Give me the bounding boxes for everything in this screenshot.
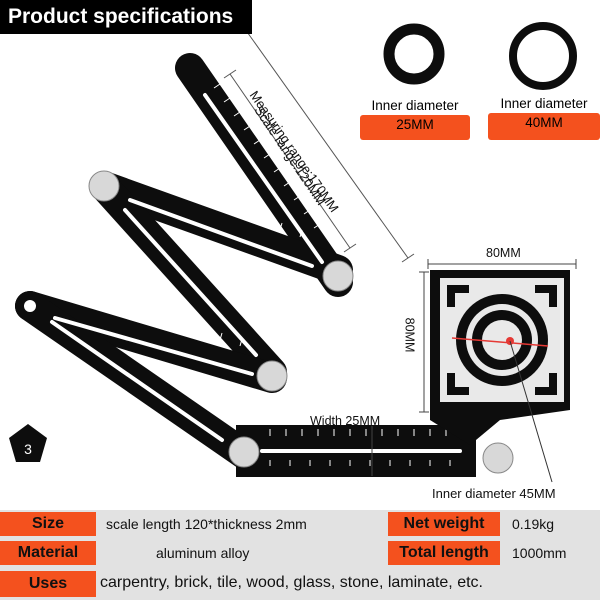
ring-40-label-bg: [488, 113, 600, 140]
net-weight-value: 0.19kg: [512, 516, 555, 532]
page-title: Product specifications: [0, 0, 252, 34]
scale-range-line: [223, 69, 357, 253]
ring-25-label-bg: [360, 115, 470, 140]
step-badge-shape: [9, 424, 47, 462]
ring-25-caption-line1: Inner diameter: [371, 98, 459, 113]
material-value: aluminum alloy: [156, 545, 250, 561]
ring-25-caption-line2: 25MM: [396, 117, 434, 132]
ruler-ticks: [59, 83, 451, 466]
material-label: Material: [0, 541, 96, 565]
locating-plate: [430, 270, 570, 483]
total-length-value: 1000mm: [512, 545, 567, 561]
inner-diameter-45-label: Inner diameter 45MM: [432, 486, 556, 501]
ring-25-caption: Inner diameter 25MM: [360, 96, 470, 134]
pivot-screws: [24, 170, 514, 474]
washer-rings: [383, 22, 577, 90]
plate-width-label: 80MM: [486, 246, 521, 260]
plate-height-label: 80MM: [402, 317, 417, 353]
size-label: Size: [0, 512, 96, 536]
plate-dimension-lines: [419, 259, 577, 413]
width-label: Width 25MM: [310, 414, 381, 428]
total-length-label: Total length: [388, 541, 500, 565]
ring-40-caption: Inner diameter 40MM: [488, 94, 600, 132]
ring-40-caption-line1: Inner diameter: [500, 96, 588, 111]
spec-table: Size scale length 120*thickness 2mm Net …: [0, 510, 600, 600]
step-badge-number: 3: [24, 441, 32, 457]
ring-40-caption-line2: 40MM: [525, 115, 563, 130]
size-value: scale length 120*thickness 2mm: [106, 516, 307, 532]
ruler-slots: [50, 93, 462, 453]
uses-label: Uses: [0, 571, 96, 597]
uses-value: carpentry, brick, tile, wood, glass, sto…: [100, 574, 483, 591]
net-weight-label: Net weight: [388, 512, 500, 536]
